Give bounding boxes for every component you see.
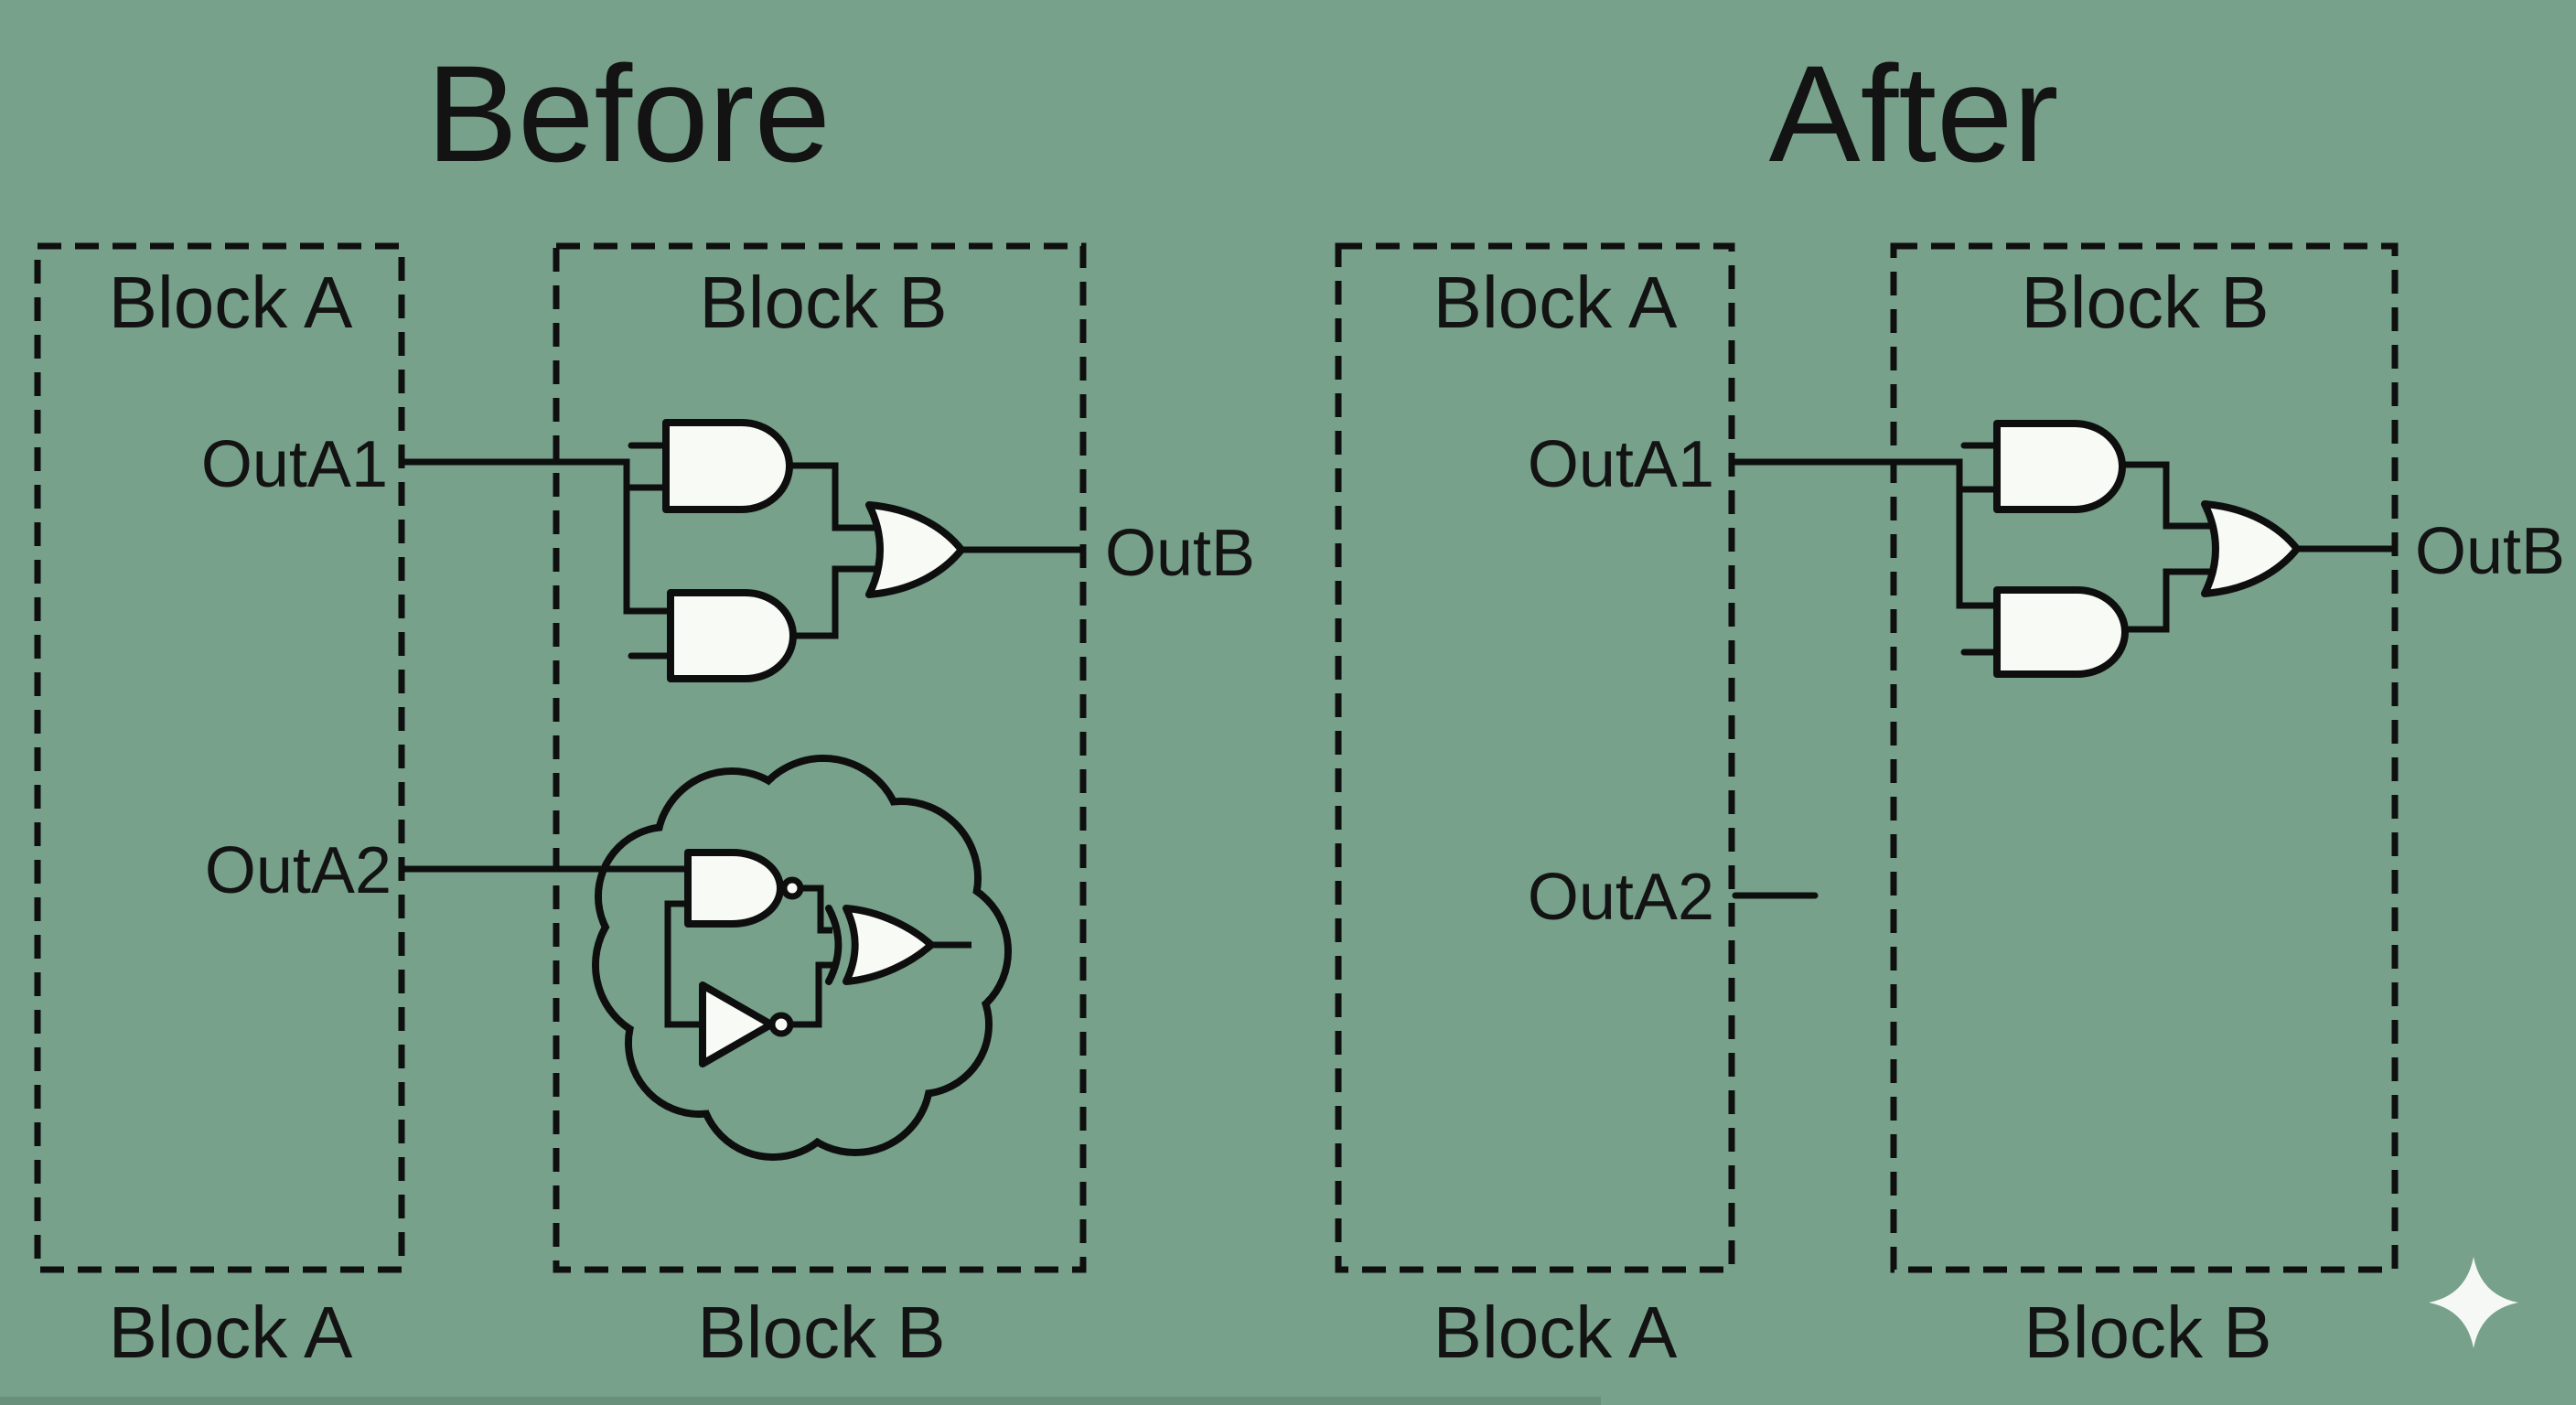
- and-gate-after-top: [1993, 420, 2126, 513]
- and-gate-after-bottom: [1993, 586, 2129, 678]
- after-outa1-label: OutA1: [1528, 428, 1714, 501]
- after-block-b-top-label: Block B: [2021, 262, 2269, 343]
- before-outb-label: OutB: [1105, 517, 1255, 590]
- before-block-b-bottom-label: Block B: [697, 1292, 945, 1373]
- and-gate-before-top: [662, 419, 793, 513]
- wire-outa1-branch: [402, 458, 671, 615]
- before-wires: [402, 442, 1083, 1028]
- nand-gate: [684, 849, 784, 928]
- and-gate-before-bottom: [667, 589, 797, 682]
- inverter-bubble: [768, 1012, 794, 1037]
- before-outa2-label: OutA2: [205, 834, 392, 907]
- inverter-gate: [699, 981, 775, 1067]
- before-block-a-bottom-label: Block A: [109, 1292, 353, 1373]
- before-block-b-top-label: Block B: [699, 262, 947, 343]
- wire-nand-to-xor: [800, 885, 832, 934]
- bottom-edge-artifact: [0, 1397, 1601, 1405]
- title-before: Before: [426, 37, 831, 190]
- nand-bubble: [780, 876, 804, 900]
- after-outa2-label: OutA2: [1528, 861, 1714, 934]
- wire-outa1-branch-after: [1732, 458, 1997, 609]
- wire-and4-to-or: [2125, 568, 2216, 633]
- sparkle-shape: [2429, 1257, 2518, 1348]
- wire-nand-in2-inv-in: [664, 900, 703, 1028]
- after-block-b-bottom-label: Block B: [2023, 1292, 2271, 1373]
- or-gate-before: [865, 501, 965, 598]
- before-block-a-top-label: Block A: [109, 262, 353, 343]
- wire-and2-to-or: [793, 565, 880, 639]
- sparkle-icon: [2429, 1257, 2518, 1348]
- after-block-a-box: [1335, 242, 1735, 1273]
- before-block-a-box: [34, 242, 405, 1273]
- xor-gate: [843, 905, 935, 985]
- before-block-b-box: [553, 242, 1087, 1273]
- xor-gate-input-arc: [825, 905, 843, 985]
- before-outa1-label: OutA1: [201, 428, 388, 501]
- after-block-a-bottom-label: Block A: [1433, 1292, 1678, 1373]
- wire-and1-to-or: [789, 462, 880, 531]
- after-block-a-top-label: Block A: [1433, 262, 1678, 343]
- title-after: After: [1769, 37, 2059, 190]
- wire-and3-to-or: [2122, 461, 2216, 530]
- after-panel: Block A Block B Block A Block B OutA1 Ou…: [1335, 242, 2565, 1373]
- after-outb-label: OutB: [2415, 515, 2565, 588]
- after-block-b-box: [1890, 242, 2399, 1273]
- after-wires: [1732, 442, 2395, 899]
- before-panel: Block A Block B Block A Block B OutA1 Ou…: [34, 242, 1255, 1373]
- or-gate-after: [2201, 500, 2301, 597]
- wire-inv-to-xor: [790, 961, 832, 1028]
